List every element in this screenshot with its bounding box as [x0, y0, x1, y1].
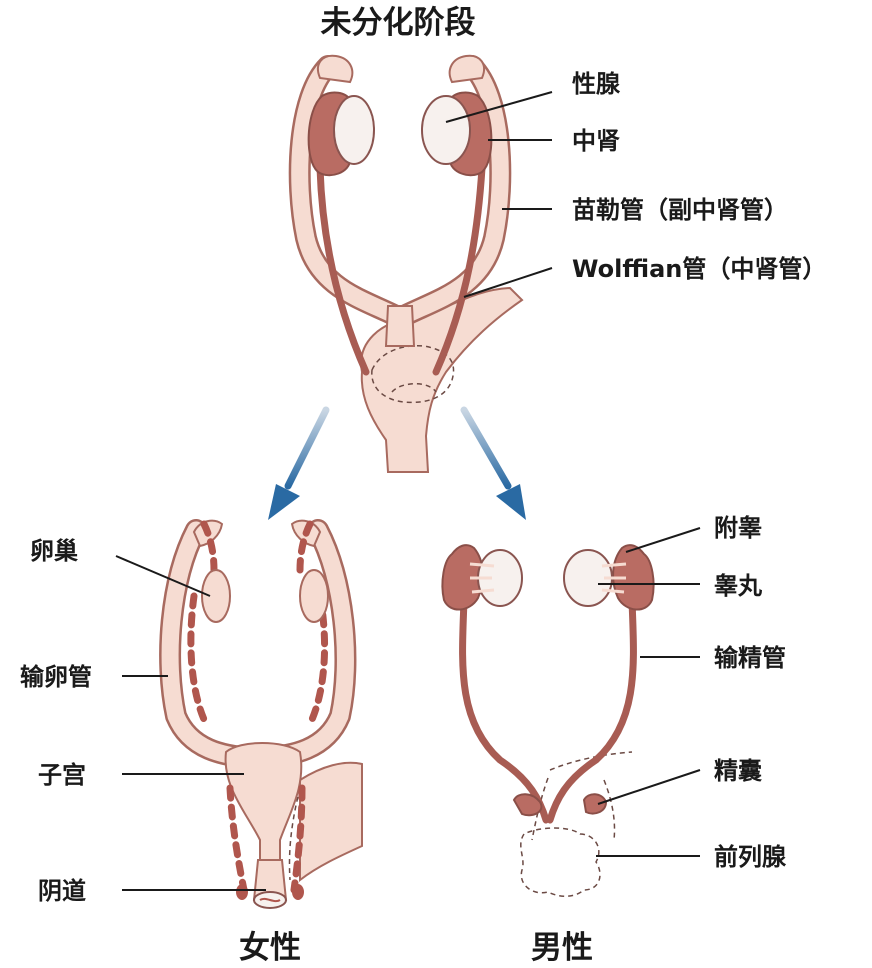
seminal-vesicle-right — [582, 793, 608, 815]
female-illustration — [159, 519, 363, 909]
label-epididymis: 附睾 — [714, 514, 762, 542]
ovary-left — [201, 569, 231, 623]
label-wolffian-duct: Wolffian管（中肾管） — [572, 255, 826, 283]
male-title: 男性 — [531, 930, 593, 966]
label-mullerian-duct: 苗勒管（副中肾管） — [572, 196, 788, 224]
ovary-right — [299, 569, 329, 623]
fallopian-tube-left — [161, 521, 261, 767]
label-ovary: 卵巢 — [30, 537, 78, 565]
seminal-vesicle-left — [512, 793, 543, 817]
label-vas-deferens: 输精管 — [714, 644, 786, 672]
label-uterus: 子宫 — [38, 761, 86, 789]
wolffian-duct-left — [316, 164, 370, 376]
undifferentiated-stage-illustration — [288, 54, 524, 473]
gonad-right — [421, 95, 471, 165]
prostate-outline — [520, 827, 601, 897]
label-fallopian-tube: 输卵管 — [20, 663, 92, 691]
vas-deferens-left — [459, 596, 550, 824]
arrow-to-male — [460, 406, 526, 520]
label-testis: 睾丸 — [714, 572, 763, 600]
label-prostate: 前列腺 — [714, 843, 787, 871]
label-mesonephros: 中肾 — [572, 127, 620, 155]
mullerian-duct-left — [291, 57, 409, 327]
gonad-left — [333, 95, 375, 165]
female-title: 女性 — [239, 930, 301, 966]
undifferentiated-stage-title: 未分化阶段 — [321, 5, 476, 41]
label-gonad: 性腺 — [572, 70, 621, 98]
mullerian-duct-right — [391, 57, 509, 327]
vas-deferens-right — [546, 596, 637, 824]
wolffian-duct-right — [432, 164, 486, 376]
male-illustration — [441, 544, 655, 897]
label-seminal-vesicle: 精囊 — [714, 757, 762, 785]
label-vagina: 阴道 — [38, 877, 86, 905]
arrow-to-female — [268, 406, 330, 520]
uterus-shape — [224, 742, 303, 881]
fallopian-tube-right — [253, 521, 354, 767]
